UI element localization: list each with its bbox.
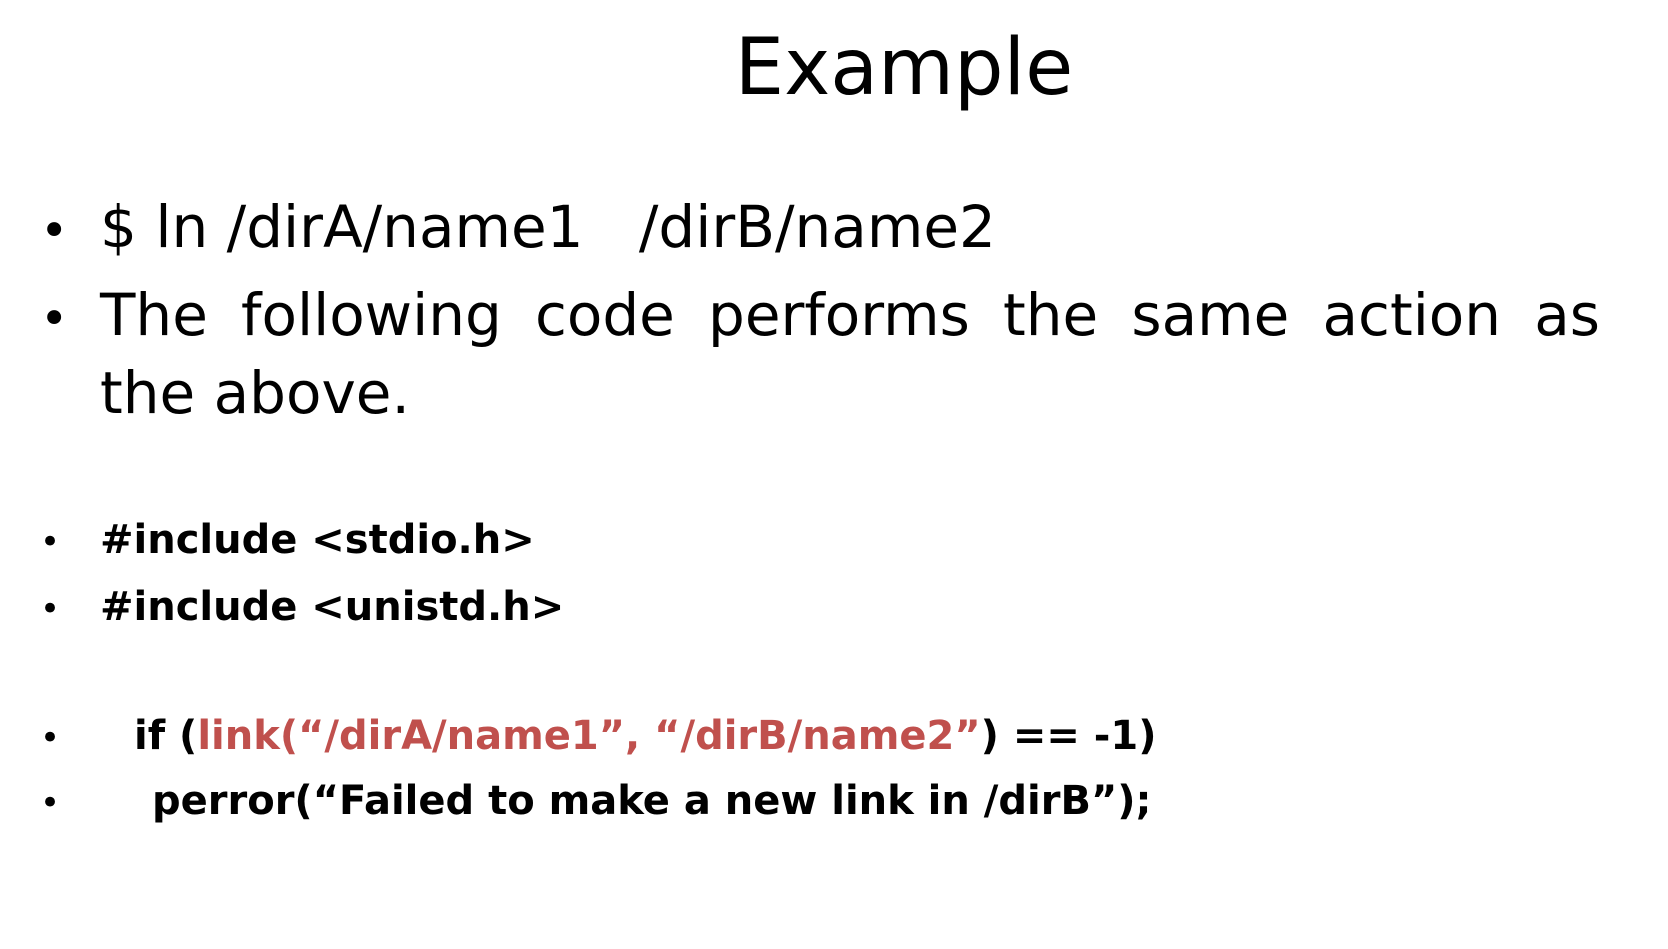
code-text: #include <unistd.h> bbox=[100, 584, 565, 630]
bullet-description: • The following code performs the same a… bbox=[40, 276, 1600, 432]
bullet-text: The following code performs the same act… bbox=[100, 281, 1600, 427]
bullet-text: $ ln /dirA/name1 /dirB/name2 bbox=[100, 193, 996, 261]
bullet-marker: • bbox=[40, 291, 69, 347]
bullet-marker: • bbox=[40, 522, 61, 562]
code-pre: if ( bbox=[134, 713, 198, 759]
code-line-include-stdio: • #include <stdio.h> bbox=[40, 512, 535, 570]
code-line-perror: • perror(“Failed to make a new link in /… bbox=[40, 773, 1152, 831]
code-post: ) == -1) bbox=[980, 713, 1157, 759]
bullet-marker: • bbox=[40, 718, 61, 758]
slide-title: Example bbox=[734, 23, 1074, 113]
code-line-if-link: • if (link(“/dirA/name1”, “/dirB/name2”)… bbox=[40, 708, 1157, 766]
code-text: perror(“Failed to make a new link in /di… bbox=[152, 778, 1152, 824]
code-line-include-unistd: • #include <unistd.h> bbox=[40, 579, 564, 637]
bullet-command: • $ ln /dirA/name1 /dirB/name2 bbox=[40, 188, 996, 270]
code-text: if (link(“/dirA/name1”, “/dirB/name2”) =… bbox=[100, 708, 1157, 764]
code-highlight: link(“/dirA/name1”, “/dirB/name2” bbox=[197, 713, 981, 759]
bullet-marker: • bbox=[40, 203, 69, 259]
code-text: #include <stdio.h> bbox=[100, 517, 535, 563]
bullet-marker: • bbox=[40, 783, 61, 823]
bullet-marker: • bbox=[40, 589, 61, 629]
